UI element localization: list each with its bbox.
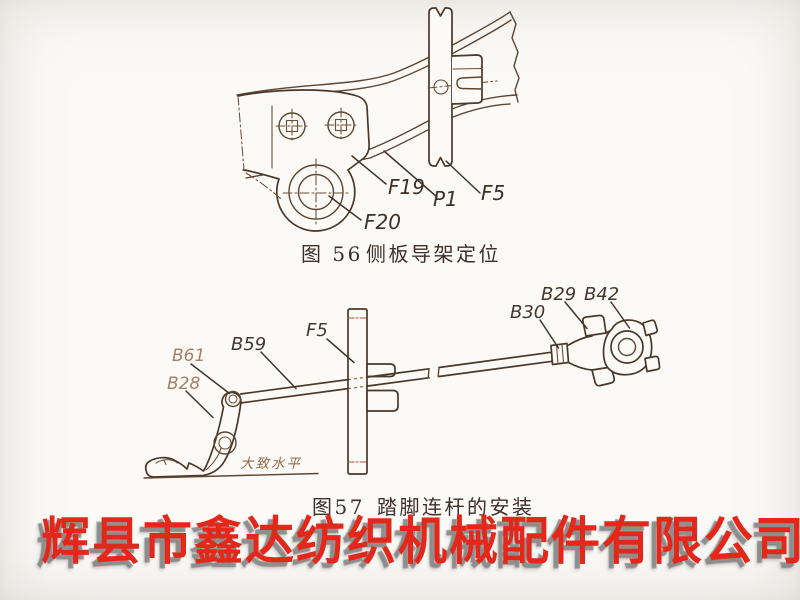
- label-b30: B30: [510, 302, 545, 323]
- label-b42: B42: [584, 284, 619, 305]
- bolt-hole-right: [324, 107, 358, 143]
- fork-nut-b30: [550, 342, 570, 366]
- leader-b61: [190, 363, 231, 395]
- label-b61: B61: [172, 346, 205, 366]
- pedal-shaft-hole: [213, 431, 237, 455]
- leader-f19: [351, 155, 387, 185]
- side-plate-f5: [347, 308, 399, 475]
- figure56-caption-title: 侧板导架定位: [366, 242, 501, 266]
- leader-f5: [445, 160, 481, 194]
- pedal-treadle: [143, 390, 319, 479]
- leader-f5-57: [326, 338, 355, 364]
- yoke-assembly: [550, 314, 661, 387]
- figure56-caption: 图 56 侧板导架定位: [301, 242, 501, 266]
- lower-tab: [366, 389, 399, 412]
- figure56-caption-number: 图 56: [301, 242, 363, 266]
- leader-p1: [383, 150, 438, 198]
- label-f5: F5: [481, 181, 505, 205]
- torn-edge-dashdot: [237, 95, 245, 171]
- fork-upper-prong: [581, 314, 607, 337]
- figure57-caption-title: 踏脚连杆的安装: [377, 495, 535, 519]
- label-f5-57: F5: [306, 320, 328, 341]
- label-f20: F20: [364, 210, 401, 234]
- figure57-drawing: B61 B28 B59 F5 B30 B29 B42 大致水平 图57 踏脚连杆…: [143, 284, 661, 519]
- leader-b28: [185, 390, 214, 419]
- leader-b59: [260, 351, 297, 390]
- label-f19: F19: [388, 175, 425, 199]
- figure57-caption-number: 图57: [312, 495, 365, 519]
- leader-f20: [328, 195, 362, 221]
- leader-b29: [564, 301, 588, 330]
- rod-pivot-hole: [224, 390, 242, 408]
- watermark-text: 辉县市鑫达纺织机械配件有限公司: [41, 512, 800, 572]
- bolt-hole-left: [275, 108, 310, 144]
- fork-lower-prong: [591, 366, 616, 387]
- figure56-drawing: F19 P1 F5 F20 图 56 侧板导架定位: [236, 7, 520, 266]
- slot-bracket: [451, 54, 483, 105]
- leader-b30: [539, 319, 560, 349]
- leader-b42: [610, 301, 631, 329]
- figure57-caption: 图57 踏脚连杆的安装: [312, 495, 535, 519]
- boss-upper-lug: [642, 319, 659, 337]
- label-b28: B28: [167, 374, 200, 394]
- boss-lower-lug: [644, 355, 661, 373]
- boss-body-b42: [602, 319, 653, 376]
- boss-hole-f20: [282, 158, 352, 228]
- horizontal-reference-line: [143, 472, 319, 479]
- bracket-plate: [237, 89, 370, 232]
- annotation-roughly-horizontal: 大致水平: [240, 456, 302, 472]
- label-p1: P1: [433, 187, 458, 211]
- label-b59: B59: [231, 334, 266, 355]
- upper-tab: [366, 363, 396, 378]
- label-b29: B29: [541, 284, 576, 305]
